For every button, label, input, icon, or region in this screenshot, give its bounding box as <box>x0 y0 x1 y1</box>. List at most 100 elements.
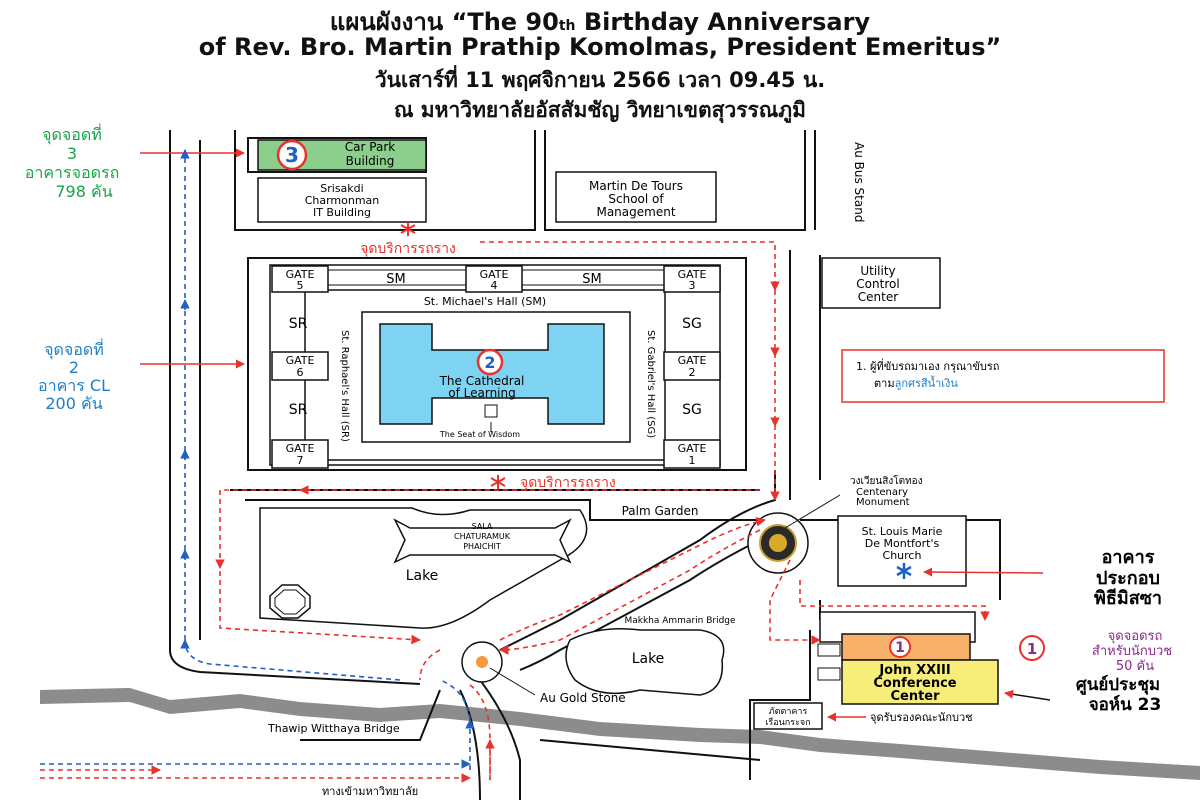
lake-left-label: Lake <box>406 568 439 584</box>
au-bus-stand-label: Au Bus Stand <box>852 142 866 222</box>
tram-service-label-top: จุดบริการรถราง <box>360 241 456 257</box>
tram-route-red <box>40 241 990 783</box>
cathedral-marker-number: 2 <box>484 353 495 372</box>
gate-7-num: 7 <box>297 454 304 467</box>
gate-1-num: 1 <box>689 454 696 467</box>
parking3-line2: 3 <box>67 144 77 163</box>
sr-wing-bottom: SR <box>289 402 308 418</box>
gate-6[interactable] <box>271 351 329 381</box>
gate-3[interactable] <box>663 265 721 293</box>
martin-label-3: Management <box>596 205 675 219</box>
tram-service-icon-top <box>400 222 416 236</box>
event-date: วันเสาร์ที่ 11 พฤศจิกายน 2566 เวลา 09.45… <box>374 68 826 92</box>
clergy-parking-marker-number: 1 <box>1027 640 1037 658</box>
glasshouse-restaurant[interactable] <box>753 702 823 730</box>
gate-3-word: GATE <box>678 268 707 281</box>
utility-label-1: Utility <box>860 264 895 278</box>
cathedral-marker-2[interactable] <box>476 348 504 376</box>
st-louis-marie-church[interactable] <box>837 515 967 587</box>
seat-of-wisdom-marker <box>484 404 498 418</box>
gate-2-word: GATE <box>678 354 707 367</box>
university-entrance-label: ทางเข้ามหาวิทยาลัย <box>322 785 418 798</box>
cathedral-label-1: The Cathedral <box>439 374 525 388</box>
car-park-marker-number: 3 <box>285 143 299 167</box>
gate-6-word: GATE <box>286 354 315 367</box>
gate-6-num: 6 <box>297 366 304 379</box>
car-park-label-1: Car Park <box>345 140 395 154</box>
gate-3-num: 3 <box>689 279 696 292</box>
sala-chaturamuk-phaichit[interactable] <box>393 518 572 564</box>
mass-callout-2: ประกอบ <box>1096 568 1160 589</box>
church-label-3: Church <box>883 549 922 562</box>
parking2-line4: 200 คัน <box>45 394 102 413</box>
john-xxiii-conference-center[interactable] <box>841 659 999 705</box>
car-park-marker-3[interactable] <box>276 139 308 171</box>
palm-garden-label: Palm Garden <box>622 504 699 518</box>
sg-wing-top: SG <box>682 316 702 332</box>
parking2-line2: 2 <box>69 358 79 377</box>
conference-marker-number: 1 <box>895 640 905 656</box>
clergy-parking-marker-1[interactable] <box>1019 635 1045 661</box>
clergy-parking-line2: สำหรับนักบวช <box>1092 644 1172 659</box>
lake-right <box>565 628 725 696</box>
clergy-parking-line1: จุดจอดรถ <box>1108 629 1163 644</box>
parking3-line4: 798 คัน <box>55 182 112 201</box>
church-asterisk-icon <box>896 563 912 579</box>
driver-note-box <box>841 349 1165 403</box>
gate-7[interactable] <box>271 439 329 469</box>
gate-4[interactable] <box>465 265 523 293</box>
utility-label-2: Control <box>856 277 899 291</box>
martin-de-tours-building[interactable] <box>555 171 717 223</box>
event-venue: ณ มหาวิทยาลัยอัสสัมชัญ วิทยาเขตสุวรรณภูม… <box>394 98 806 122</box>
gate-5-num: 5 <box>297 279 304 292</box>
gate-2[interactable] <box>663 351 721 381</box>
st-gabriels-hall-label: St. Gabriel's Hall (SG) <box>645 330 656 438</box>
sg-wing-bottom: SG <box>682 402 702 418</box>
srisakdi-label-2: Charmonman <box>305 194 380 207</box>
parking2-line3: อาคาร CL <box>38 376 110 395</box>
sala-label-1: SALA <box>472 522 493 531</box>
tram-service-label-bottom: จุดบริการรถราง <box>520 475 616 491</box>
clergy-parking-line3: 50 คัน <box>1116 659 1154 674</box>
seat-of-wisdom-label: The Seat of Wisdom <box>439 430 520 439</box>
restaurant-label-2: เรือนกระจก <box>765 717 810 728</box>
srisakdi-label-3: IT Building <box>313 206 371 219</box>
conference-callout-2: จอห์น 23 <box>1089 694 1162 715</box>
conference-label-1: John XXIII <box>878 663 950 678</box>
sr-wing-top: SR <box>289 316 308 332</box>
tram-service-icon-bottom <box>490 475 506 489</box>
gate-5[interactable] <box>271 265 329 293</box>
sala-label-2: CHATURAMUK <box>454 532 511 541</box>
gate-7-word: GATE <box>286 442 315 455</box>
monument-label-1: วงเวียนสิงโตทอง <box>850 474 923 487</box>
sala-label-3: PHAICHIT <box>463 542 501 551</box>
mass-callout-3: พิธีมิสซา <box>1094 588 1162 609</box>
monument-label-2: Centenary <box>856 487 908 498</box>
parking2-line1: จุดจอดที่ <box>44 338 104 360</box>
au-gold-stone-marker[interactable] <box>476 656 488 668</box>
gate-4-num: 4 <box>491 279 498 292</box>
gate-1[interactable] <box>663 439 721 469</box>
conference-marker-1[interactable] <box>889 636 911 658</box>
lake-right-label: Lake <box>632 651 665 667</box>
conference-label-2: Conference <box>873 676 956 691</box>
utility-label-3: Center <box>858 290 898 304</box>
mass-callout-1: อาคาร <box>1102 547 1155 568</box>
srisakdi-building[interactable] <box>257 177 427 223</box>
utility-control-center[interactable] <box>821 257 941 309</box>
martin-label-2: School of <box>608 192 664 206</box>
driver-note-line1: 1. ผู้ที่ขับรถมาเอง กรุณาขับรถ <box>856 358 999 373</box>
church-label-1: St. Louis Marie <box>862 525 943 538</box>
srisakdi-label-1: Srisakdi <box>320 182 363 195</box>
parking3-line1: จุดจอดที่ <box>42 123 102 145</box>
conference-label-3: Center <box>890 689 940 704</box>
parking3-line3: อาคารจอดรถ <box>25 163 120 182</box>
gate-4-word: GATE <box>480 268 509 281</box>
driver-note-line2: ตามลูกศรสีน้ำเงิน <box>874 375 958 390</box>
page-title-line1: แผนผังงาน “The 90th Birthday Anniversary <box>329 8 871 36</box>
monument-label-3: Monument <box>856 497 910 508</box>
thawip-bridge-label: Thawip Witthaya Bridge <box>267 722 400 735</box>
restaurant-label-1: ภัตตาคาร <box>769 707 808 717</box>
conference-callout-1: ศูนย์ประชุม <box>1076 674 1160 696</box>
